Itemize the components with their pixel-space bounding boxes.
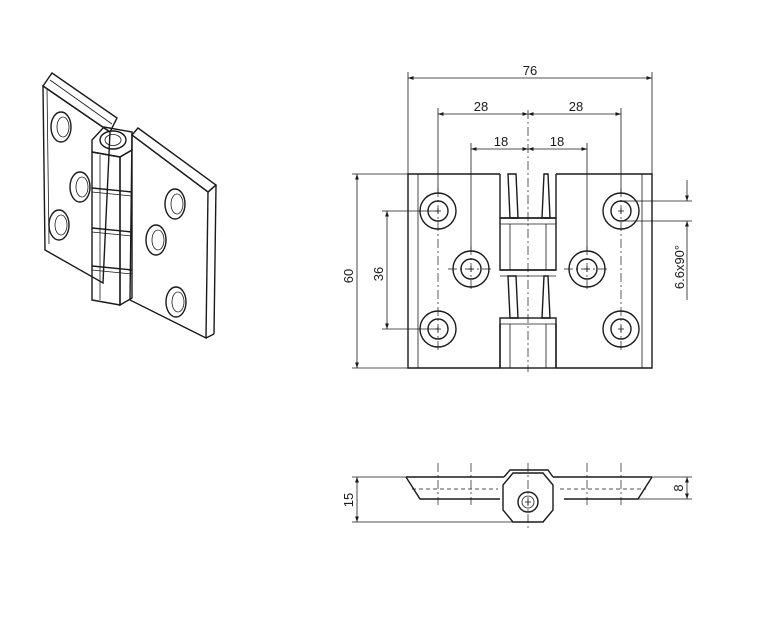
- dim-countersink-spec: 6.6x90°: [672, 245, 687, 289]
- dim-overall-height: 60: [341, 269, 356, 283]
- isometric-view: [42, 72, 218, 340]
- dim-outer-right-offset: 28: [569, 99, 583, 114]
- iso-knuckle: [91, 126, 133, 307]
- iso-right-leaf: [129, 127, 218, 340]
- side-view: 15 8: [341, 463, 692, 530]
- dim-overall-width: 76: [523, 63, 537, 78]
- front-centerlines: [437, 110, 622, 372]
- side-centerlines: [412, 463, 646, 530]
- side-dimensions: 15 8: [341, 476, 692, 523]
- side-leaves: [405, 469, 653, 500]
- dim-leaf-thickness: 8: [671, 484, 686, 491]
- front-extension-lines: [352, 72, 692, 369]
- dim-hole-vertical-spacing: 36: [371, 267, 386, 281]
- front-view: 76 28 28 18 18 60 36 6.6x90°: [341, 63, 692, 372]
- iso-left-leaf: [42, 72, 118, 285]
- front-dimension-lines: [355, 76, 689, 368]
- front-dimension-texts: 76 28 28 18 18 60 36 6.6x90°: [341, 63, 687, 289]
- dim-inner-left-offset: 18: [494, 134, 508, 149]
- dim-outer-left-offset: 28: [474, 99, 488, 114]
- dim-inner-right-offset: 18: [550, 134, 564, 149]
- dim-total-thickness: 15: [341, 493, 356, 507]
